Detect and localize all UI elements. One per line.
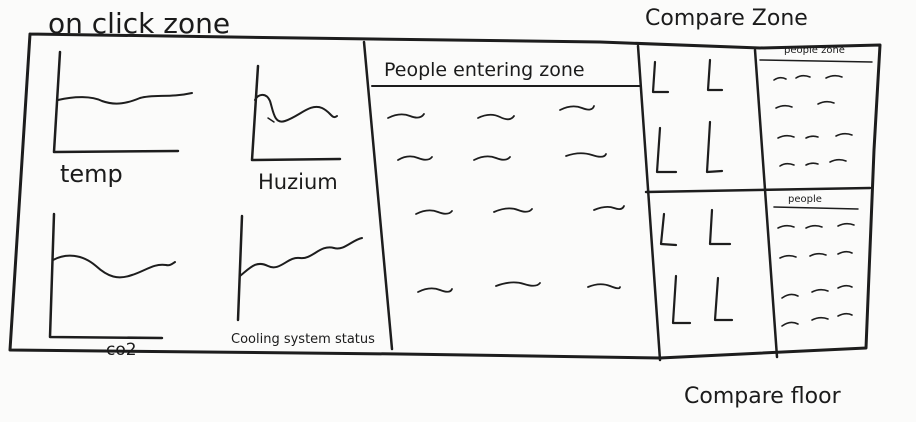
compare-people-bottom[interactable]: people — [773, 194, 859, 327]
list-item-placeholder — [777, 222, 855, 229]
humidity-chart[interactable]: Huzium — [250, 64, 342, 194]
list-item-placeholder — [781, 284, 853, 299]
co2-chart-line — [52, 254, 176, 279]
compare-zone-charts-bottom[interactable] — [659, 208, 734, 325]
dashboard-frame — [8, 32, 882, 360]
humidity-chart-axes — [250, 64, 342, 162]
list-item-placeholder — [779, 250, 853, 259]
compare-mini-chart — [651, 60, 670, 94]
list-item-placeholder — [477, 113, 515, 121]
cooling-chart-label: Cooling system status — [231, 332, 375, 347]
temp-chart[interactable]: temp — [52, 50, 193, 188]
co2-chart-axes — [48, 212, 164, 340]
people-entering-title: People entering zone — [384, 59, 585, 81]
divider-left — [362, 40, 394, 351]
list-item-placeholder — [473, 155, 511, 161]
humidity-chart-mark — [267, 117, 275, 123]
list-item-placeholder — [565, 152, 607, 158]
list-item-placeholder — [593, 205, 625, 211]
compare-people-top-title: people zone — [784, 45, 845, 56]
list-item-placeholder — [387, 113, 425, 119]
compare-floor-heading: Compare floor — [684, 384, 842, 409]
people-entering-list — [387, 105, 625, 293]
temp-chart-axes — [52, 50, 180, 154]
list-item-placeholder — [773, 74, 843, 81]
compare-mini-chart — [671, 274, 692, 325]
list-item-placeholder — [777, 132, 853, 139]
compare-mini-chart — [705, 120, 724, 174]
cooling-chart-axes — [236, 214, 244, 322]
co2-chart-label: co2 — [106, 340, 137, 360]
compare-mini-chart — [708, 208, 732, 246]
co2-chart[interactable]: co2 — [48, 212, 176, 360]
list-item-placeholder — [775, 100, 835, 109]
humidity-chart-label: Huzium — [258, 170, 338, 194]
list-item-placeholder — [495, 281, 541, 287]
compare-people-top-underline — [759, 59, 873, 63]
list-item-placeholder — [397, 155, 433, 161]
compare-zone-charts-top[interactable] — [651, 58, 724, 174]
humidity-chart-line — [254, 93, 338, 123]
compare-mini-chart — [713, 276, 734, 322]
compare-people-top[interactable]: people zone — [759, 45, 873, 167]
list-item-placeholder — [493, 207, 533, 213]
compare-people-bottom-title: people — [788, 194, 822, 205]
compare-mini-chart — [706, 58, 724, 92]
compare-mini-chart — [655, 126, 678, 174]
divider-middle — [636, 44, 662, 362]
temp-chart-line — [57, 92, 193, 105]
list-item-placeholder — [587, 283, 621, 290]
cooling-system-chart[interactable]: Cooling system status — [231, 214, 375, 347]
list-item-placeholder — [417, 287, 453, 293]
temp-chart-label: temp — [60, 160, 123, 188]
compare-people-bottom-underline — [773, 206, 859, 210]
people-entering-panel[interactable]: People entering zone — [371, 59, 641, 293]
compare-mini-chart — [659, 212, 678, 247]
list-item-placeholder — [781, 312, 853, 327]
list-item-placeholder — [415, 209, 453, 215]
divider-compare-horizontal — [644, 186, 872, 194]
cooling-chart-line — [239, 237, 363, 277]
divider-right — [753, 48, 779, 359]
list-item-placeholder — [559, 105, 595, 111]
compare-zone-heading: Compare Zone — [645, 6, 808, 31]
list-item-placeholder — [779, 158, 847, 167]
